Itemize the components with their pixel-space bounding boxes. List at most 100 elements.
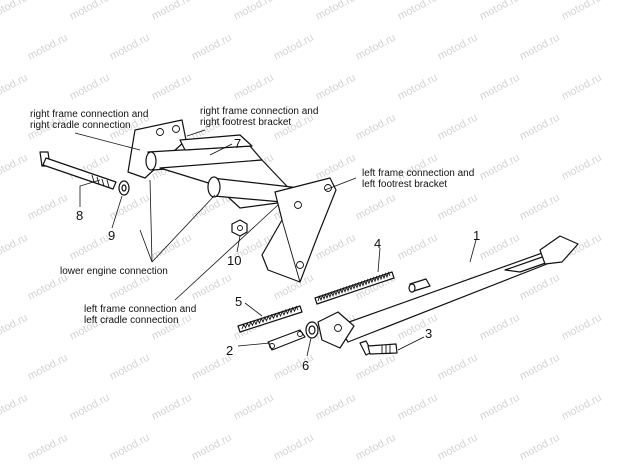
watermark-text: motod.ru	[436, 112, 480, 143]
watermark-text: motod.ru	[518, 32, 562, 63]
part-number-8: 8	[76, 208, 83, 223]
watermark-text: motod.ru	[272, 32, 316, 63]
crossmember-frame-part-7	[127, 119, 337, 283]
watermark-text: motod.ru	[354, 112, 398, 143]
watermark-text: motod.ru	[108, 432, 152, 463]
watermark-text: motod.ru	[560, 392, 604, 423]
watermark-text: motod.ru	[560, 72, 604, 103]
watermark-text: motod.ru	[108, 32, 152, 63]
watermark-text: motod.ru	[396, 392, 440, 423]
part-number-10: 10	[227, 253, 241, 268]
watermark-text: motod.ru	[560, 0, 604, 23]
part-number-1: 1	[473, 228, 480, 243]
watermark-text: motod.ru	[396, 72, 440, 103]
watermark-text: motod.ru	[232, 72, 276, 103]
watermark-text: motod.ru	[478, 232, 522, 263]
watermark-text: motod.ru	[354, 192, 398, 223]
watermark-text: motod.ru	[478, 152, 522, 183]
part-number-2: 2	[226, 343, 233, 358]
watermark-text: motod.ru	[436, 192, 480, 223]
watermark-text: motod.ru	[436, 432, 480, 463]
watermark-text: motod.ru	[68, 72, 112, 103]
watermark-text: motod.ru	[478, 392, 522, 423]
watermark-text: motod.ru	[354, 352, 398, 383]
watermark-text: motod.ru	[68, 392, 112, 423]
watermark-text: motod.ru	[26, 32, 70, 63]
washer-part-9	[118, 180, 130, 196]
watermark-text: motod.ru	[0, 232, 30, 263]
watermark-text: motod.ru	[68, 0, 112, 23]
watermark-text: motod.ru	[0, 392, 30, 423]
watermark-text: motod.ru	[26, 432, 70, 463]
watermark-text: motod.ru	[478, 0, 522, 23]
watermark-text: motod.ru	[0, 312, 30, 343]
watermark-text: motod.ru	[518, 112, 562, 143]
watermark-text: motod.ru	[190, 272, 234, 303]
annotation-labels: right frame connection and right cradle …	[30, 106, 474, 326]
watermark-text: motod.ru	[478, 72, 522, 103]
watermark-text: motod.ru	[26, 192, 70, 223]
watermark-text: motod.ru	[150, 392, 194, 423]
watermark-text: motod.ru	[314, 232, 358, 263]
watermark-text: motod.ru	[26, 352, 70, 383]
watermark-text: motod.ru	[436, 352, 480, 383]
watermark-text: motod.ru	[314, 392, 358, 423]
label-right-frame-cradle-line1: right frame connection and	[30, 109, 148, 120]
watermark-text: motod.ru	[518, 352, 562, 383]
label-left-frame-footrest-line2: left footrest bracket	[362, 179, 447, 190]
watermark-text: motod.ru	[560, 312, 604, 343]
watermark-text: motod.ru	[354, 432, 398, 463]
bolt-part-3	[359, 340, 398, 356]
watermark-text: motod.ru	[314, 0, 358, 23]
watermark-text: motod.ru	[232, 392, 276, 423]
watermark-text: motod.ru	[150, 232, 194, 263]
long-spring-part-4	[314, 271, 395, 305]
watermark-text: motod.ru	[354, 32, 398, 63]
watermark-text: motod.ru	[108, 192, 152, 223]
part-number-7: 7	[234, 136, 241, 151]
label-right-frame-footrest-line2: right footrest bracket	[200, 117, 291, 128]
stand-part-1	[317, 235, 579, 349]
watermark-text: motod.ru	[518, 192, 562, 223]
part-number-4: 4	[374, 236, 381, 251]
watermark-text: motod.ru	[396, 232, 440, 263]
label-left-frame-cradle-line2: left cradle connection	[84, 315, 179, 326]
watermark-text: motod.ru	[0, 72, 30, 103]
watermark-text: motod.ru	[68, 232, 112, 263]
watermark-text: motod.ru	[436, 32, 480, 63]
part-number-labels: 1 2 3 4 5 6 7 8 9 10	[76, 136, 480, 373]
watermark-text: motod.ru	[190, 432, 234, 463]
part-number-3: 3	[425, 326, 432, 341]
part-number-5: 5	[235, 294, 242, 309]
watermark-text: motod.ru	[478, 312, 522, 343]
watermark-text: motod.ru	[518, 432, 562, 463]
label-lower-engine: lower engine connection	[60, 266, 168, 277]
watermark-text: motod.ru	[232, 0, 276, 23]
nut-part-10	[231, 219, 248, 237]
watermark-text: motod.ru	[314, 72, 358, 103]
watermark-text: motod.ru	[518, 272, 562, 303]
part-number-9: 9	[108, 228, 115, 243]
nut-part-6	[305, 321, 319, 339]
watermark-text: motod.ru	[0, 152, 30, 183]
link-plate-part-2	[267, 329, 306, 351]
part-number-6: 6	[302, 358, 309, 373]
watermark-text: motod.ru	[272, 432, 316, 463]
watermark-text: motod.ru	[150, 72, 194, 103]
leader-lines	[74, 129, 477, 357]
watermark-text: motod.ru	[314, 152, 358, 183]
watermark-text: motod.ru	[190, 32, 234, 63]
watermark-text: motod.ru	[0, 0, 30, 23]
long-bolt-part-8	[39, 151, 117, 190]
label-left-frame-cradle-line1: left frame connection and	[84, 304, 196, 315]
watermark-text: motod.ru	[108, 352, 152, 383]
pin	[408, 278, 431, 293]
label-left-frame-footrest-line1: left frame connection and	[362, 168, 474, 179]
short-spring-part-5	[237, 305, 303, 333]
watermark-text: motod.ru	[560, 152, 604, 183]
watermark-text: motod.ru	[396, 0, 440, 23]
watermark-text: motod.ru	[150, 0, 194, 23]
label-right-frame-footrest-line1: right frame connection and	[200, 106, 318, 117]
label-right-frame-cradle-line2: right cradle connection	[30, 120, 131, 131]
